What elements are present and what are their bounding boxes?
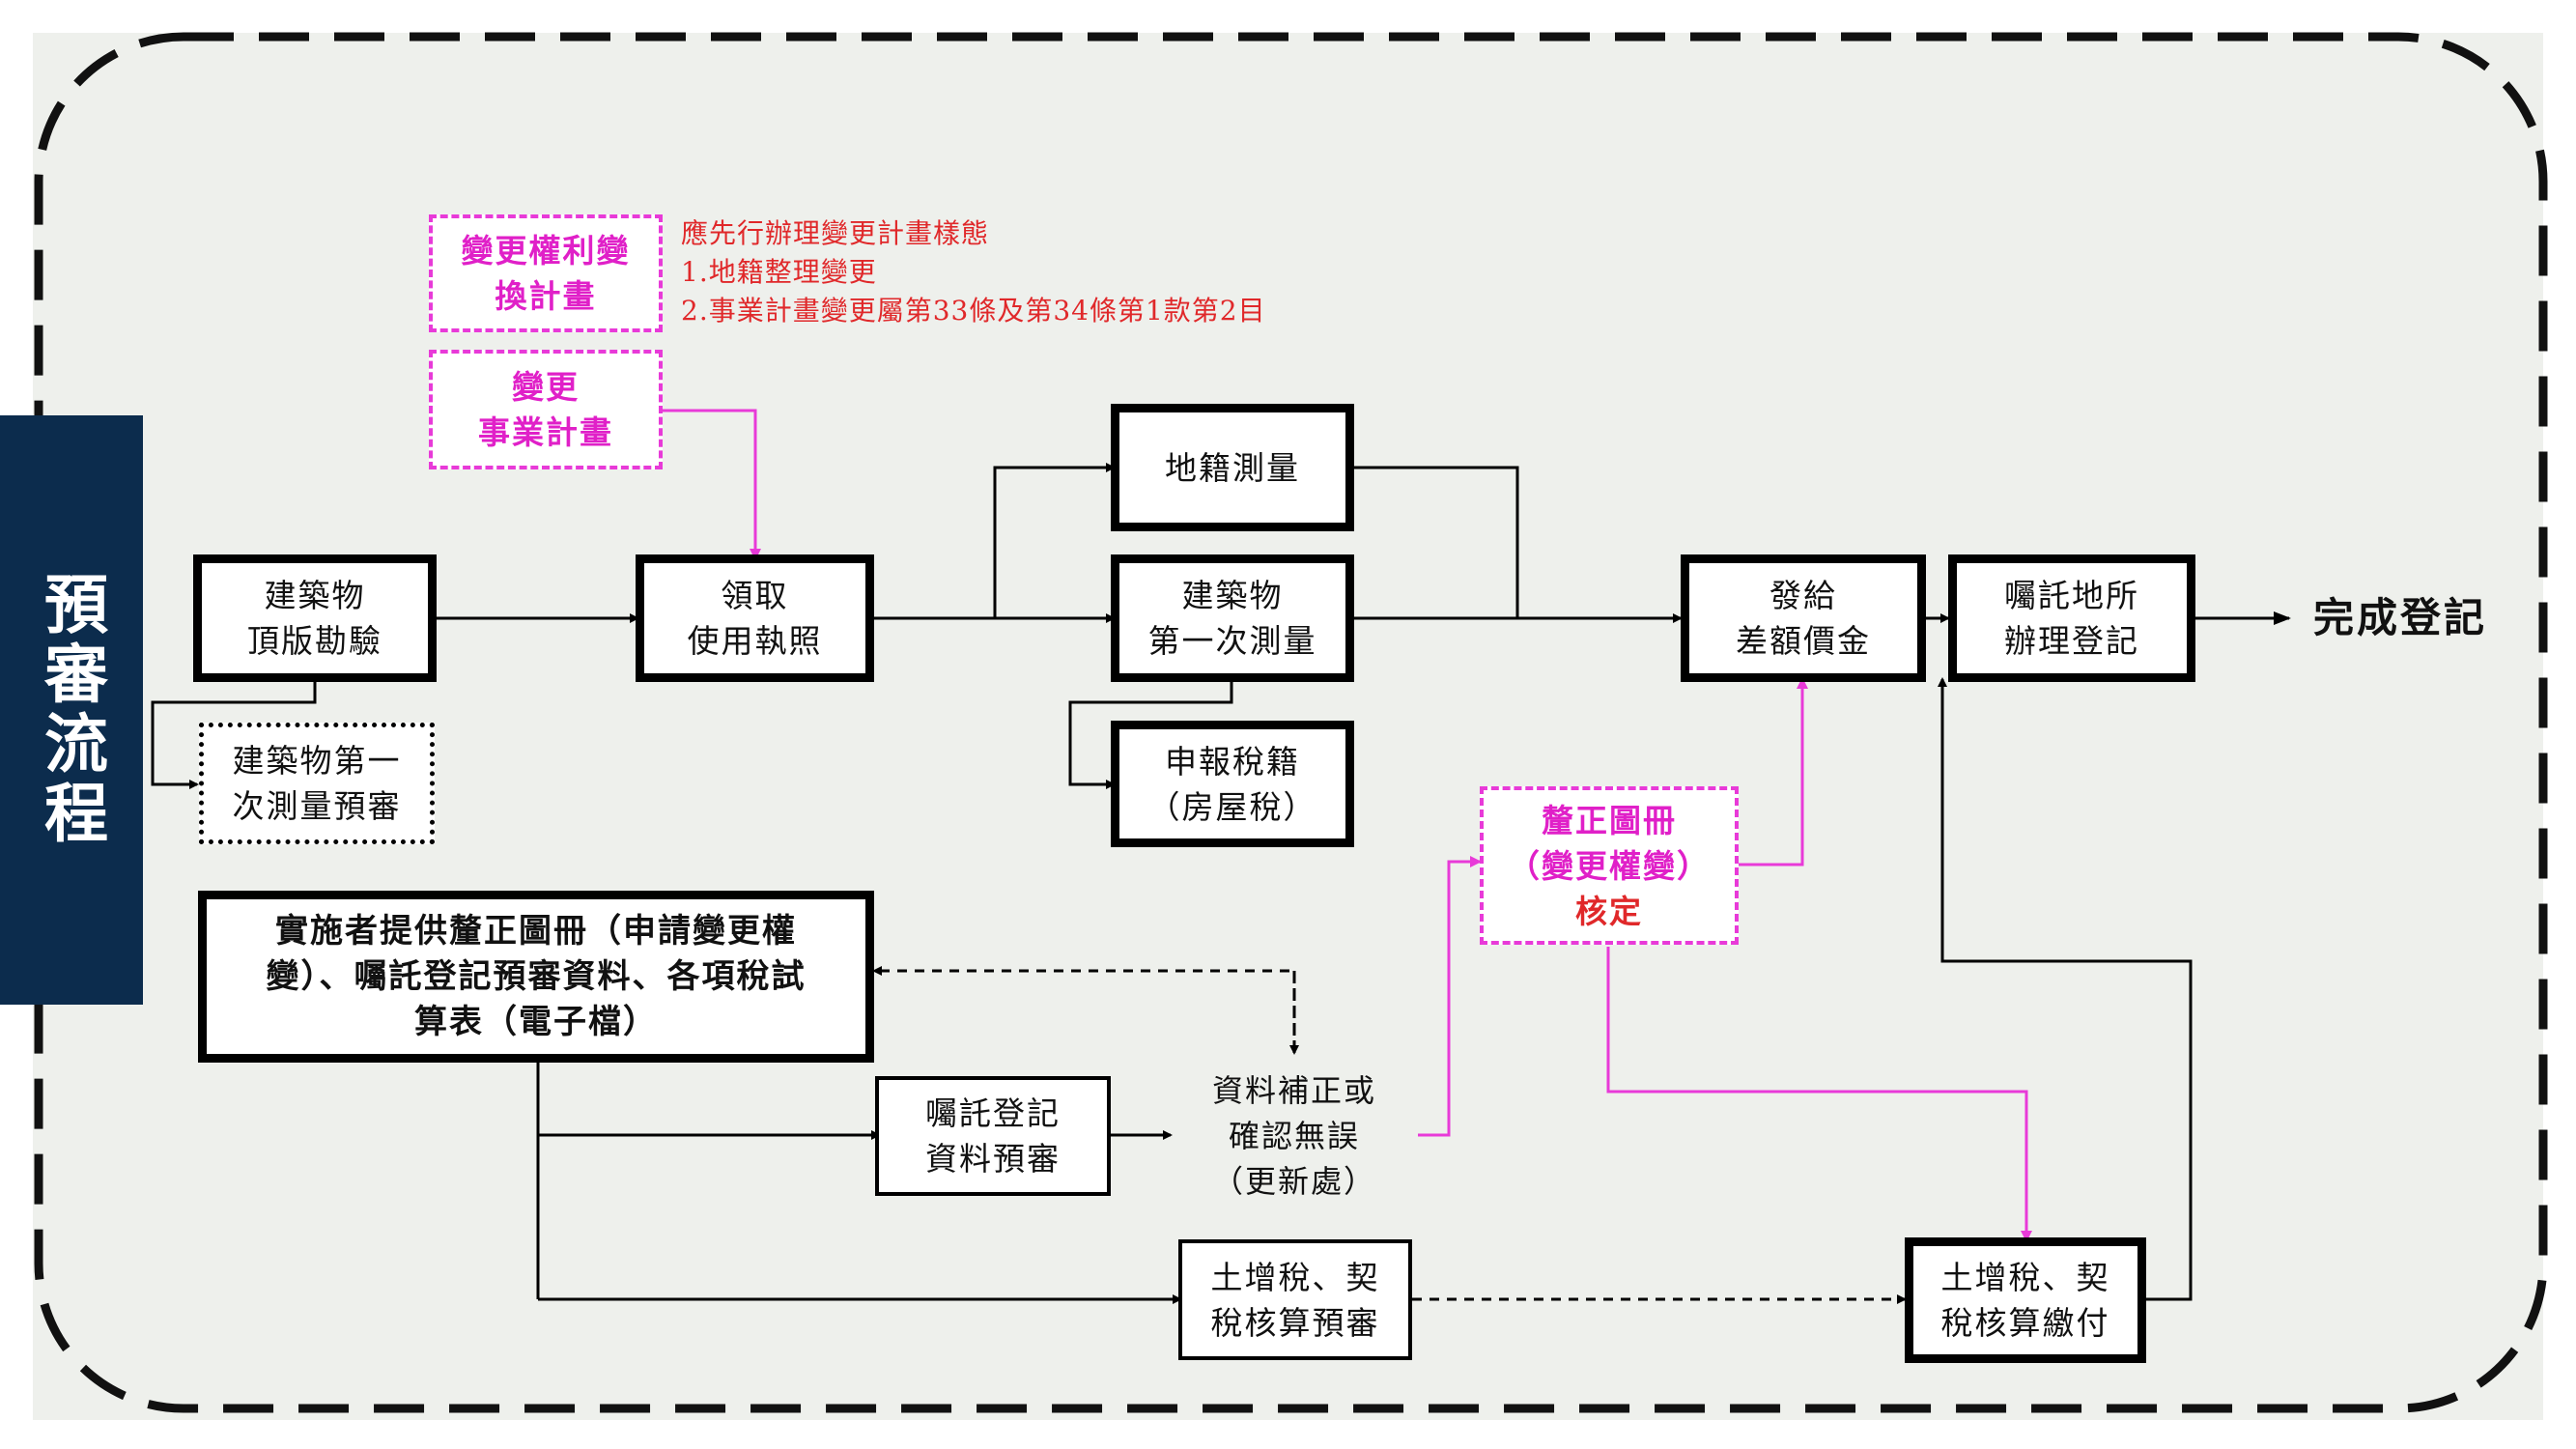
arrow-survey-to-tax — [1068, 682, 1233, 789]
pink-plan-to-license — [663, 409, 761, 560]
box-compensation: 發給差額價金 — [1681, 554, 1926, 682]
pink-correction-to-approval — [1418, 856, 1482, 1137]
box-first-survey-review: 建築物第一次測量預審 — [199, 723, 435, 844]
box-first-survey: 建築物第一次測量 — [1111, 554, 1354, 682]
line-cadastral-out — [1354, 466, 1519, 618]
arrow-to-cadastral — [993, 463, 1116, 618]
note-plan-types: 應先行辦理變更計畫樣態 1.地籍整理變更 2.事業計畫變更屬第33條及第34條第… — [681, 217, 1266, 327]
box-building-inspection: 建築物頂版勘驗 — [193, 554, 437, 682]
arrow-inspection-to-review — [151, 682, 317, 789]
box-change-rights-plan: 變更權利變換計畫 — [429, 214, 663, 332]
box-registration-pre-review: 囑託登記資料預審 — [875, 1076, 1111, 1196]
box-land-tax-pre-review: 土增稅、契稅核算預審 — [1178, 1239, 1412, 1360]
arrow-payment-to-entrust — [1938, 677, 2193, 1301]
box-tax-report: 申報稅籍（房屋稅） — [1111, 721, 1354, 847]
box-implementer-provides: 實施者提供釐正圖冊（申請變更權變）、囑託登記預審資料、各項稅試算表（電子檔） — [198, 891, 874, 1063]
label-complete: 完成登記 — [2313, 594, 2488, 641]
box-entrust-registration: 囑託地所辦理登記 — [1948, 554, 2195, 682]
box-use-license: 領取使用執照 — [636, 554, 874, 682]
dashed-correction-to-implementer — [872, 966, 1296, 1053]
pink-approval-to-compensation — [1739, 677, 1808, 867]
note-data-correction: 資料補正或 確認無誤 （更新處） — [1211, 1072, 1376, 1200]
pink-approval-to-payment — [1606, 947, 2032, 1242]
box-change-business-plan: 變更事業計畫 — [429, 350, 663, 469]
box-land-tax-payment: 土增稅、契稅核算繳付 — [1905, 1237, 2146, 1363]
sidebar-title: 預審流程 — [0, 415, 143, 1005]
box-approval: 釐正圖冊（變更權變）核定 — [1480, 786, 1739, 945]
box-cadastral-survey: 地籍測量 — [1111, 404, 1354, 531]
